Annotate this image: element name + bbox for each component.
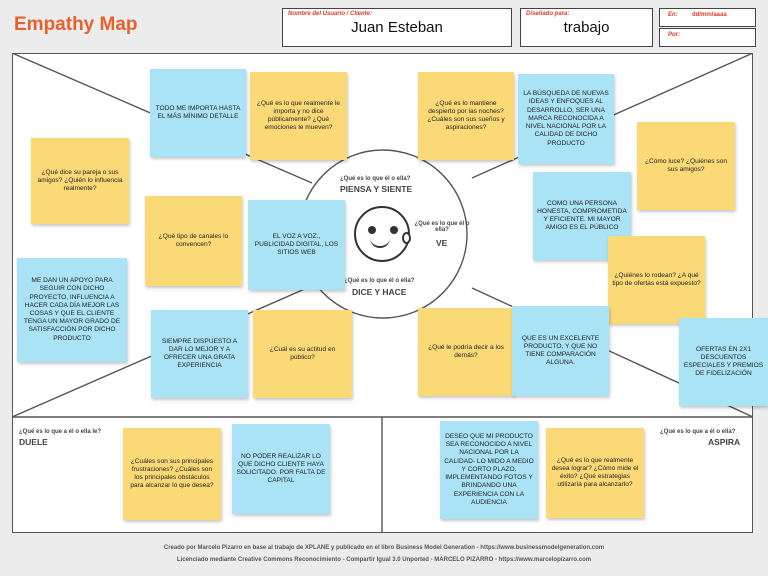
author-label: Por: — [668, 32, 680, 38]
face-icon — [354, 206, 411, 262]
do-title: DICE Y HACE — [352, 287, 407, 297]
author-field[interactable]: Por: — [659, 28, 756, 47]
footer-license: Licenciado mediante Creative Commons Rec… — [176, 557, 592, 563]
note-apoyo-proyecto[interactable]: ME DAN UN APOYO PARA SEGUIR CON DICHO PR… — [17, 258, 127, 362]
note-siempre-dispuesto[interactable]: SIEMPRE DISPUESTO A DAR LO MEJOR Y A OFR… — [151, 310, 248, 398]
date-value: dd/mm/aaaa — [692, 12, 727, 18]
note-busqueda-ideas[interactable]: LA BÚSQUEDA DE NUEVAS IDEAS Y ENFOQUES A… — [518, 74, 614, 164]
date-field[interactable]: En: dd/mm/aaaa — [659, 8, 756, 27]
gain-title: ASPIRA — [708, 437, 741, 447]
note-que-despierto[interactable]: ¿Qué es lo mantiene despierto por las no… — [418, 72, 514, 160]
footer-credit: Creado por Marcelo Pizarro en base al tr… — [163, 545, 605, 551]
designed-for-label: Diseñado para: — [526, 11, 570, 17]
pain-question: ¿Qué es lo que a él o ella le? — [19, 429, 102, 435]
think-title: PIENSA Y SIENTE — [340, 184, 413, 194]
see-title: VE — [436, 238, 448, 248]
gain-question: ¿Qué es lo que a él o ella? — [660, 429, 736, 435]
note-voz-a-voz[interactable]: EL VOZ A VOZ., PUBLICIDAD DIGITAL, LOS S… — [248, 200, 345, 290]
note-que-desea[interactable]: ¿Qué es lo que realmente desea lograr? ¿… — [546, 428, 644, 518]
pain-title: DUELE — [19, 437, 48, 447]
note-pareja-amigos[interactable]: ¿Qué dice su pareja o sus amigos? ¿Quién… — [31, 138, 129, 224]
note-actitud-publico[interactable]: ¿Cuál es su actitud en público? — [253, 310, 352, 398]
note-tipo-canales[interactable]: ¿Qué tipo de canales lo convencen? — [145, 196, 242, 286]
note-que-importa[interactable]: ¿Qué es lo que realmente le importa y no… — [250, 72, 347, 160]
note-todo-importa[interactable]: TODO ME IMPORTA HASTA EL MÁS MÍNIMO DETA… — [150, 69, 246, 157]
note-ofertas-2x1[interactable]: OFERTAS EN 2X1 DESCUENTOS ESPECIALES Y P… — [679, 318, 768, 406]
note-no-poder[interactable]: NO PODER REALIZAR LO QUE DICHO CLIENTE H… — [232, 424, 330, 514]
note-excelente-producto[interactable]: QUE ES UN EXCELENTE PRODUCTO, Y QUE NO T… — [512, 306, 609, 396]
note-quienes-rodean[interactable]: ¿Quiénes lo rodean? ¿A qué tipo de ofert… — [608, 236, 705, 324]
user-name-field[interactable]: Nombre del Usuario / Cliente: Juan Esteb… — [282, 8, 512, 47]
do-question: ¿Qué es lo que él o ella? — [344, 278, 415, 284]
designed-for-field[interactable]: Diseñado para: trabajo — [520, 8, 653, 47]
date-label: En: — [668, 12, 678, 18]
user-name-value: Juan Esteban — [351, 19, 443, 36]
note-podria-decir[interactable]: ¿Qué le podría decir a los demás? — [418, 308, 514, 396]
see-question: ¿Qué es lo que él o ella? — [414, 221, 470, 233]
user-name-label: Nombre del Usuario / Cliente: — [288, 11, 373, 17]
note-frustraciones[interactable]: ¿Cuáles son sus principales frustracione… — [123, 428, 221, 520]
designed-for-value: trabajo — [563, 19, 610, 36]
think-question: ¿Qué es lo que él o ella? — [340, 176, 411, 182]
page-title: Empathy Map — [14, 14, 138, 35]
note-como-luce[interactable]: ¿Cómo luce? ¿Quiénes son sus amigos? — [637, 122, 735, 210]
note-deseo-producto[interactable]: DESEO QUE MI PRODUCTO SEA RECONOCIDO A N… — [440, 421, 538, 519]
